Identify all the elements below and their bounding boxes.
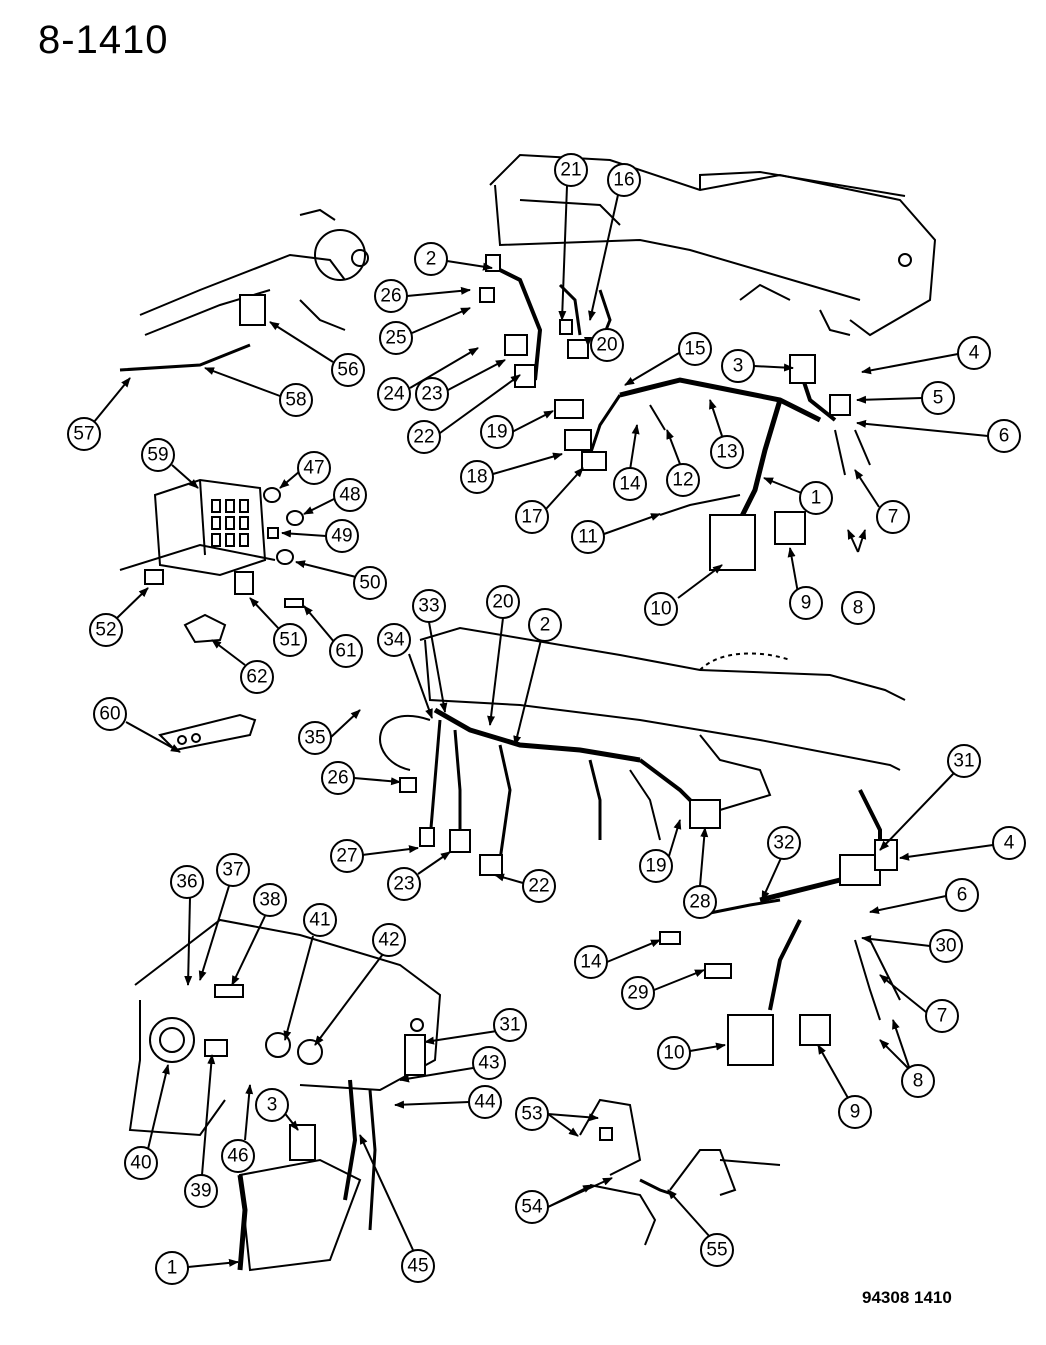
callout-6-mid: 6	[957, 885, 968, 906]
callout-60: 60	[99, 704, 120, 725]
callout-9: 9	[801, 593, 812, 614]
callout-4-mid: 4	[1004, 833, 1015, 854]
callout-29: 29	[627, 983, 648, 1004]
callout-18: 18	[466, 467, 487, 488]
callout-61: 61	[335, 641, 356, 662]
lower-instrument-panel	[128, 918, 442, 1272]
callout-43: 43	[478, 1053, 499, 1074]
callout-8: 8	[853, 598, 864, 619]
callout-30: 30	[935, 936, 956, 957]
callout-6: 6	[999, 426, 1010, 447]
callout-31-lower: 31	[499, 1015, 520, 1036]
callout-46: 46	[227, 1146, 248, 1167]
callout-34: 34	[383, 630, 405, 651]
callout-14: 14	[619, 474, 641, 495]
callout-7-mid: 7	[937, 1006, 948, 1027]
callout-31: 31	[953, 751, 974, 772]
callout-27: 27	[336, 846, 357, 867]
callout-45: 45	[407, 1256, 428, 1277]
callout-14-mid: 14	[580, 952, 602, 973]
callout-28: 28	[689, 892, 710, 913]
callout-26: 26	[380, 286, 401, 307]
callout-24: 24	[383, 384, 405, 405]
junction-block	[119, 478, 304, 752]
callout-59: 59	[147, 445, 168, 466]
callout-25: 25	[385, 328, 406, 349]
callout-8-mid: 8	[913, 1071, 924, 1092]
callout-57: 57	[73, 424, 94, 445]
page-number: 8-1410	[38, 18, 169, 62]
callout-9-mid: 9	[850, 1102, 861, 1123]
callout-19: 19	[486, 422, 507, 443]
callout-41: 41	[309, 910, 330, 931]
callout-20-mid: 20	[492, 592, 513, 613]
callout-13: 13	[716, 442, 737, 463]
callout-21: 21	[560, 160, 581, 181]
callout-10: 10	[650, 599, 671, 620]
callout-22-mid: 22	[528, 876, 549, 897]
callout-44: 44	[474, 1092, 496, 1113]
callout-19-mid: 19	[645, 856, 666, 877]
callout-32: 32	[773, 833, 794, 854]
callout-15: 15	[684, 339, 705, 360]
callout-50: 50	[359, 573, 380, 594]
callout-16: 16	[613, 170, 634, 191]
callouts	[67, 153, 1026, 1285]
callout-35: 35	[304, 728, 325, 749]
callout-36: 36	[176, 872, 197, 893]
callout-2: 2	[426, 249, 437, 270]
callout-40: 40	[130, 1153, 151, 1174]
callout-1-lower: 1	[167, 1258, 178, 1279]
callout-3-lower: 3	[267, 1095, 278, 1116]
callout-20: 20	[596, 335, 617, 356]
callout-52: 52	[95, 620, 116, 641]
callout-39: 39	[190, 1181, 211, 1202]
steering-column	[119, 208, 369, 372]
callout-23: 23	[421, 384, 442, 405]
callout-7: 7	[888, 507, 899, 528]
callout-22: 22	[413, 427, 434, 448]
callout-23-mid: 23	[393, 874, 414, 895]
middle-instrument-panel	[379, 626, 906, 1066]
callout-12: 12	[672, 470, 693, 491]
callout-33: 33	[418, 596, 439, 617]
upper-instrument-panel	[479, 153, 937, 571]
callout-10-mid: 10	[663, 1043, 684, 1064]
callout-58: 58	[285, 390, 306, 411]
callout-17: 17	[521, 507, 542, 528]
callout-54: 54	[521, 1197, 543, 1218]
callout-labels: 1 1 2 2 3 3 4 4 5 6 6 7 7 8 8 9 9 10 10 …	[73, 160, 1014, 1279]
callout-4: 4	[969, 343, 980, 364]
callout-42: 42	[378, 930, 399, 951]
callout-11: 11	[578, 527, 598, 548]
callout-3: 3	[733, 356, 744, 377]
callout-1: 1	[811, 488, 822, 509]
callout-47: 47	[303, 458, 324, 479]
callout-2-mid: 2	[540, 615, 551, 636]
callout-55: 55	[706, 1240, 727, 1261]
callout-48: 48	[339, 485, 360, 506]
callout-38: 38	[259, 890, 280, 911]
switch-assembly	[579, 1098, 781, 1246]
callout-51: 51	[279, 630, 300, 651]
callout-26-mid: 26	[327, 768, 348, 789]
callout-62: 62	[246, 667, 267, 688]
callout-53: 53	[521, 1104, 542, 1125]
callout-49: 49	[331, 526, 352, 547]
callout-56: 56	[337, 360, 358, 381]
callout-5: 5	[933, 388, 944, 409]
figure-code: 94308 1410	[862, 1288, 952, 1307]
callout-37: 37	[222, 860, 243, 881]
